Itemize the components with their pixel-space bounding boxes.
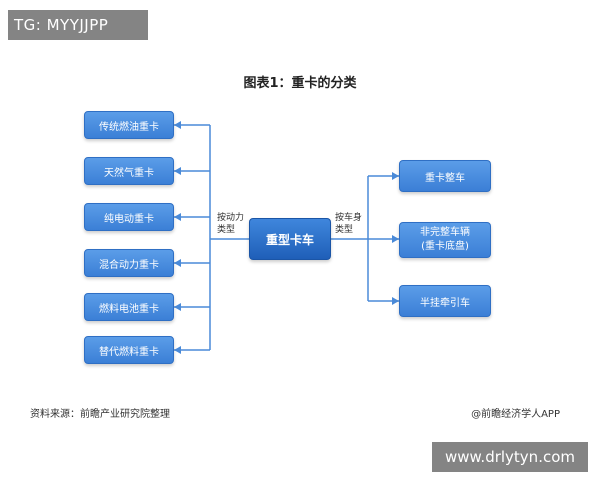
left-item-box: 纯电动重卡 (84, 203, 174, 231)
left-item-box: 混合动力重卡 (84, 249, 174, 277)
right-branch-label-line: 类型 (335, 225, 354, 235)
diagram-title: 图表1：重卡的分类 (243, 76, 357, 91)
left-branch-label-line: 类型 (217, 225, 236, 235)
arrowhead-icon (174, 259, 181, 267)
arrowhead-icon (174, 121, 181, 129)
right-item-sublabel: (重卡底盘) (421, 241, 469, 252)
arrowhead-icon (174, 167, 181, 175)
right-item-box: 半挂牵引车 (399, 285, 491, 317)
arrowhead-icon (174, 303, 181, 311)
left-item-box: 传统燃油重卡 (84, 111, 174, 139)
right-item-box: 重卡整车 (399, 160, 491, 192)
right-item-label: 半挂牵引车 (420, 297, 470, 309)
left-item-box: 燃料电池重卡 (84, 293, 174, 321)
arrowhead-icon (392, 172, 399, 180)
left-branch-label: 按动力 类型 (217, 212, 244, 236)
right-branch-label-line: 按车身 (335, 213, 363, 223)
site-watermark: www.drlytyn.com (432, 442, 588, 472)
source-note: 资料来源：前瞻产业研究院整理 (30, 409, 170, 420)
left-item-box: 天然气重卡 (84, 157, 174, 185)
right-item-label: 非完整车辆 (420, 227, 470, 238)
left-branch-label-line: 按动力 (217, 213, 245, 223)
center-node: 重型卡车 (249, 218, 331, 260)
watermark-tag: TG: MYYJJPP (8, 10, 148, 40)
right-item-label: 重卡整车 (425, 172, 465, 184)
right-branch-label: 按车身 类型 (335, 212, 362, 236)
arrowhead-icon (174, 213, 181, 221)
arrowhead-icon (392, 297, 399, 305)
left-item-box: 替代燃料重卡 (84, 336, 174, 364)
credit-note: @前瞻经济学人APP (471, 409, 560, 420)
right-item-box: 非完整车辆 (重卡底盘) (399, 222, 491, 258)
arrowhead-icon (392, 235, 399, 243)
arrowhead-icon (174, 346, 181, 354)
